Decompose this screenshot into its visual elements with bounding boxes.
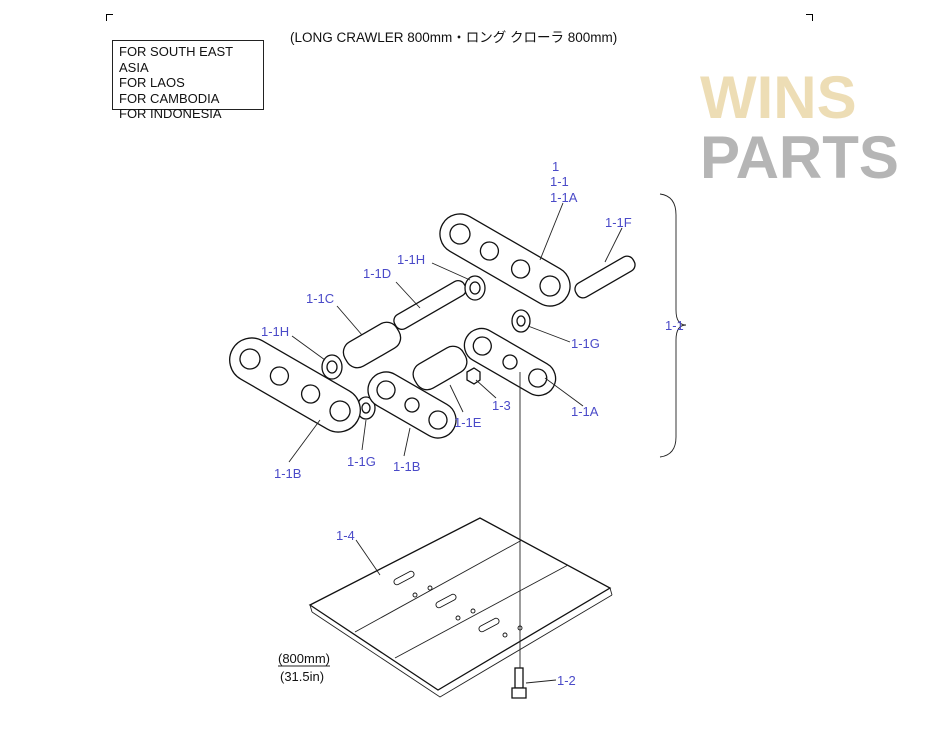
callout-1-1C: 1-1C	[306, 291, 334, 306]
track-link-middle	[367, 371, 457, 439]
callout-1: 1	[552, 159, 559, 174]
bushing-1-1E	[412, 345, 468, 391]
track-link-upper	[439, 213, 571, 307]
crop-mark-top-right	[806, 14, 813, 21]
callout-1-3: 1-3	[492, 398, 511, 413]
callout-1-1H-upper: 1-1H	[397, 252, 425, 267]
page-title: (LONG CRAWLER 800mm・ロング クローラ 800mm)	[290, 30, 618, 45]
pin-1-1D	[393, 279, 467, 331]
assembly-bracket	[659, 193, 687, 458]
crop-mark-top-left	[106, 14, 113, 21]
bushing-1-1C	[342, 321, 402, 369]
track-pin	[574, 255, 636, 299]
callout-1-1G-upper: 1-1G	[571, 336, 600, 351]
seal-1-1H-lower	[321, 354, 343, 380]
track-link-right	[463, 327, 557, 397]
callout-1-1B-left: 1-1B	[274, 466, 301, 481]
callout-1-1-bracket: 1-1	[665, 318, 684, 333]
region-box: FOR SOUTH EAST ASIA FOR LAOS FOR CAMBODI…	[112, 40, 264, 121]
watermark-text-wins: WINS	[700, 64, 857, 131]
callout-1-1A-top: 1-1A	[550, 190, 578, 205]
callout-1-4: 1-4	[336, 528, 355, 543]
watermark-text-parts: PARTS	[700, 124, 899, 191]
region-item: FOR INDONESIA	[119, 106, 222, 121]
region-item: FOR LAOS	[119, 75, 185, 90]
callout-1-1B-middle: 1-1B	[393, 459, 420, 474]
track-shoe	[308, 517, 613, 698]
callout-1-2: 1-2	[557, 673, 576, 688]
region-item: FOR SOUTH EAST ASIA	[119, 44, 233, 75]
seal-1-1G-upper	[511, 309, 531, 333]
dimension-imperial: (31.5in)	[280, 669, 324, 684]
track-link-left	[229, 337, 361, 433]
region-item: FOR CAMBODIA	[119, 90, 220, 106]
seal-1-1H-upper	[464, 275, 486, 301]
callout-1-1E: 1-1E	[454, 415, 482, 430]
leader-lines	[278, 202, 623, 684]
callout-1-1A-lower: 1-1A	[571, 404, 599, 419]
watermark: WINS PARTS	[700, 64, 899, 191]
callout-1-1-top: 1-1	[550, 174, 569, 189]
callout-1-1D: 1-1D	[363, 266, 391, 281]
bolt-1-2	[511, 667, 527, 699]
callout-1-1H-lower: 1-1H	[261, 324, 289, 339]
dimension-metric: (800mm)	[278, 651, 330, 666]
callout-1-1F: 1-1F	[605, 215, 632, 230]
nut-1-3	[466, 367, 481, 385]
callout-1-1G-lower: 1-1G	[347, 454, 376, 469]
